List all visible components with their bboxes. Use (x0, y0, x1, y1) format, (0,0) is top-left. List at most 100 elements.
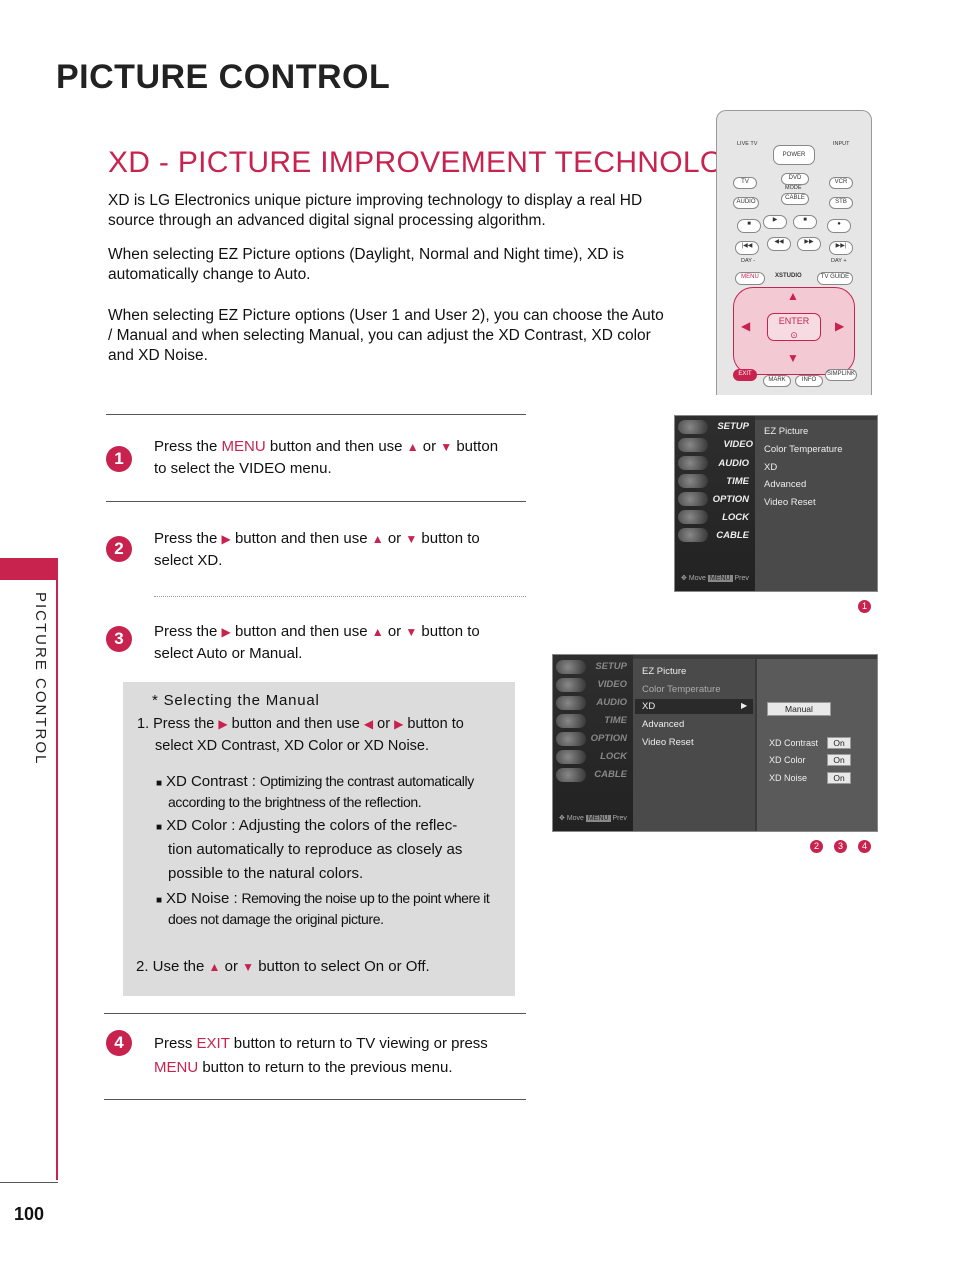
osd-1-option-xd[interactable]: XD (764, 462, 778, 473)
osd-2-item-audio[interactable]: AUDIO (596, 697, 627, 708)
remote-simplink-button[interactable]: SIMPLINK (825, 369, 857, 381)
osd-2-item-video[interactable]: VIDEO (597, 679, 627, 690)
step-3-text-d: select (154, 645, 194, 662)
osd-1-item-setup[interactable]: SETUP (717, 421, 749, 432)
dotted-divider (154, 596, 526, 597)
fast-forward-icon[interactable]: ▶▶ (797, 237, 821, 251)
remote-stb-button[interactable]: STB (829, 197, 853, 209)
remote-tv-guide-button[interactable]: TV GUIDE (817, 272, 853, 285)
step-number-4: 4 (106, 1030, 132, 1056)
step-4-text-b: button to return to TV viewing or press (233, 1035, 488, 1052)
right-triangle-icon: ▶ (221, 532, 231, 546)
osd-2-xd-contrast-value[interactable]: On (827, 737, 851, 749)
remote-menu-button[interactable]: MENU (735, 272, 765, 285)
osd-2-option-xd[interactable]: XD (642, 701, 656, 712)
osd-2-item-time[interactable]: TIME (604, 715, 627, 726)
down-triangle-icon: ▼ (440, 440, 453, 454)
screen-badge-1: 1 (858, 600, 871, 613)
step-1-or: or (422, 438, 437, 455)
remote-audio-button[interactable]: AUDIO (733, 197, 759, 209)
up-arrow-icon[interactable]: ▲ (787, 289, 799, 303)
setup-icon (556, 660, 586, 674)
osd-2-xd-noise-value[interactable]: On (827, 772, 851, 784)
remote-enter-label: ENTER (778, 316, 810, 326)
audio-icon (556, 696, 586, 710)
osd-2-xd-contrast-label: XD Contrast (769, 738, 819, 748)
osd-1-item-video[interactable]: VIDEO (723, 439, 753, 450)
osd-1-move-hint: ✥ Move MENU Prev (681, 575, 749, 582)
rewind-icon[interactable]: ◀◀ (767, 237, 791, 251)
remote-mark-button[interactable]: MARK (763, 375, 791, 387)
osd-2-move-label: Move (566, 815, 584, 822)
note-l2-or: or (346, 738, 360, 754)
bullet-icon: ■ (156, 778, 163, 789)
osd-1-option-color-temperature[interactable]: Color Temperature (764, 444, 843, 455)
stop-icon[interactable]: ■ (737, 219, 761, 233)
remote-vcr-button[interactable]: VCR (829, 177, 853, 189)
skip-forward-icon[interactable]: ▶▶| (829, 241, 853, 255)
osd-2-item-setup[interactable]: SETUP (595, 661, 627, 672)
osd-2-move-hint: ✥ Move MENU Prev (559, 815, 627, 822)
intro-paragraph-1: XD is LG Electronics unique picture impr… (108, 192, 643, 229)
remote-day-plus-label: DAY + (831, 258, 847, 264)
step-1-video-menu: VIDEO (239, 460, 286, 477)
remote-exit-button[interactable]: EXIT (733, 369, 757, 381)
step-3-or: or (387, 623, 402, 640)
osd-2-item-cable[interactable]: CABLE (594, 769, 627, 780)
osd-2-option-advanced[interactable]: Advanced (642, 719, 685, 730)
osd-2-xd-mode-select[interactable]: Manual (767, 702, 831, 716)
down-arrow-icon[interactable]: ▼ (787, 351, 799, 365)
left-arrow-icon[interactable]: ◀ (741, 319, 751, 333)
right-triangle-icon: ▶ (218, 717, 228, 731)
down-triangle-icon: ▼ (405, 532, 418, 546)
right-arrow-icon[interactable]: ▶ (835, 319, 845, 333)
play-icon[interactable]: ▶ (763, 215, 787, 229)
record-icon[interactable]: ● (827, 219, 851, 233)
step-2-or: or (387, 530, 402, 547)
osd-1-item-cable[interactable]: CABLE (716, 530, 749, 541)
remote-mode-label: MODE (785, 185, 802, 191)
osd-1-item-time[interactable]: TIME (726, 476, 749, 487)
osd-1-option-ez-picture[interactable]: EZ Picture (764, 426, 809, 437)
step-1-text-d: to select the (154, 460, 235, 477)
osd-1-item-lock[interactable]: LOCK (722, 512, 749, 523)
osd-1-options-panel (755, 420, 877, 591)
osd-2-item-lock[interactable]: LOCK (600, 751, 627, 762)
step-2-text-d: select (154, 552, 194, 569)
audio-icon (678, 456, 708, 470)
osd-2-option-video-reset[interactable]: Video Reset (642, 737, 694, 748)
skip-back-icon[interactable]: |◀◀ (735, 241, 759, 255)
osd-1-option-advanced[interactable]: Advanced (764, 479, 807, 490)
osd-1-item-audio[interactable]: AUDIO (718, 458, 749, 469)
remote-tv-button[interactable]: TV (733, 177, 757, 189)
osd-2-item-option[interactable]: OPTION (590, 733, 627, 744)
osd-1-option-video-reset[interactable]: Video Reset (764, 497, 816, 508)
note-off: Off (405, 958, 426, 975)
pause-icon[interactable]: ■ (793, 215, 817, 229)
note-color: ■ XD Color : Adjusting the colors of the… (156, 815, 512, 839)
remote-cable-button[interactable]: CABLE (781, 193, 809, 205)
osd-2-option-color-temperature[interactable]: Color Temperature (642, 684, 721, 695)
screen-badge-4: 4 (858, 840, 871, 853)
osd-2-option-ez-picture[interactable]: EZ Picture (642, 666, 687, 677)
note-l1-c: button to (407, 716, 464, 732)
note-l2-a: select (155, 738, 193, 754)
step-1-text-e: menu. (289, 460, 332, 477)
note-use-line: 2. Use the ▲ or ▼ button to select On or… (136, 956, 512, 978)
note-l1-b: button and then use (231, 716, 360, 732)
osd-menu-screen-2: SETUP VIDEO AUDIO TIME OPTION LOCK CABLE… (552, 654, 878, 832)
up-triangle-icon: ▲ (208, 960, 221, 974)
remote-dvd-button[interactable]: DVD (781, 173, 809, 185)
step-number-3: 3 (106, 626, 132, 652)
divider (104, 1099, 526, 1100)
osd-2-highlight-row (635, 699, 753, 714)
lock-icon (556, 750, 586, 764)
remote-power-button[interactable]: POWER (773, 145, 815, 165)
step-3-text-e: . (298, 645, 303, 662)
step-1-menu-key: MENU (221, 438, 266, 455)
remote-info-button[interactable]: INFO (795, 375, 823, 387)
step-2-text-e: . (218, 552, 223, 569)
osd-1-item-option[interactable]: OPTION (712, 494, 749, 505)
osd-2-xd-color-value[interactable]: On (827, 754, 851, 766)
remote-enter-button[interactable]: ENTER⊙ (767, 313, 821, 341)
